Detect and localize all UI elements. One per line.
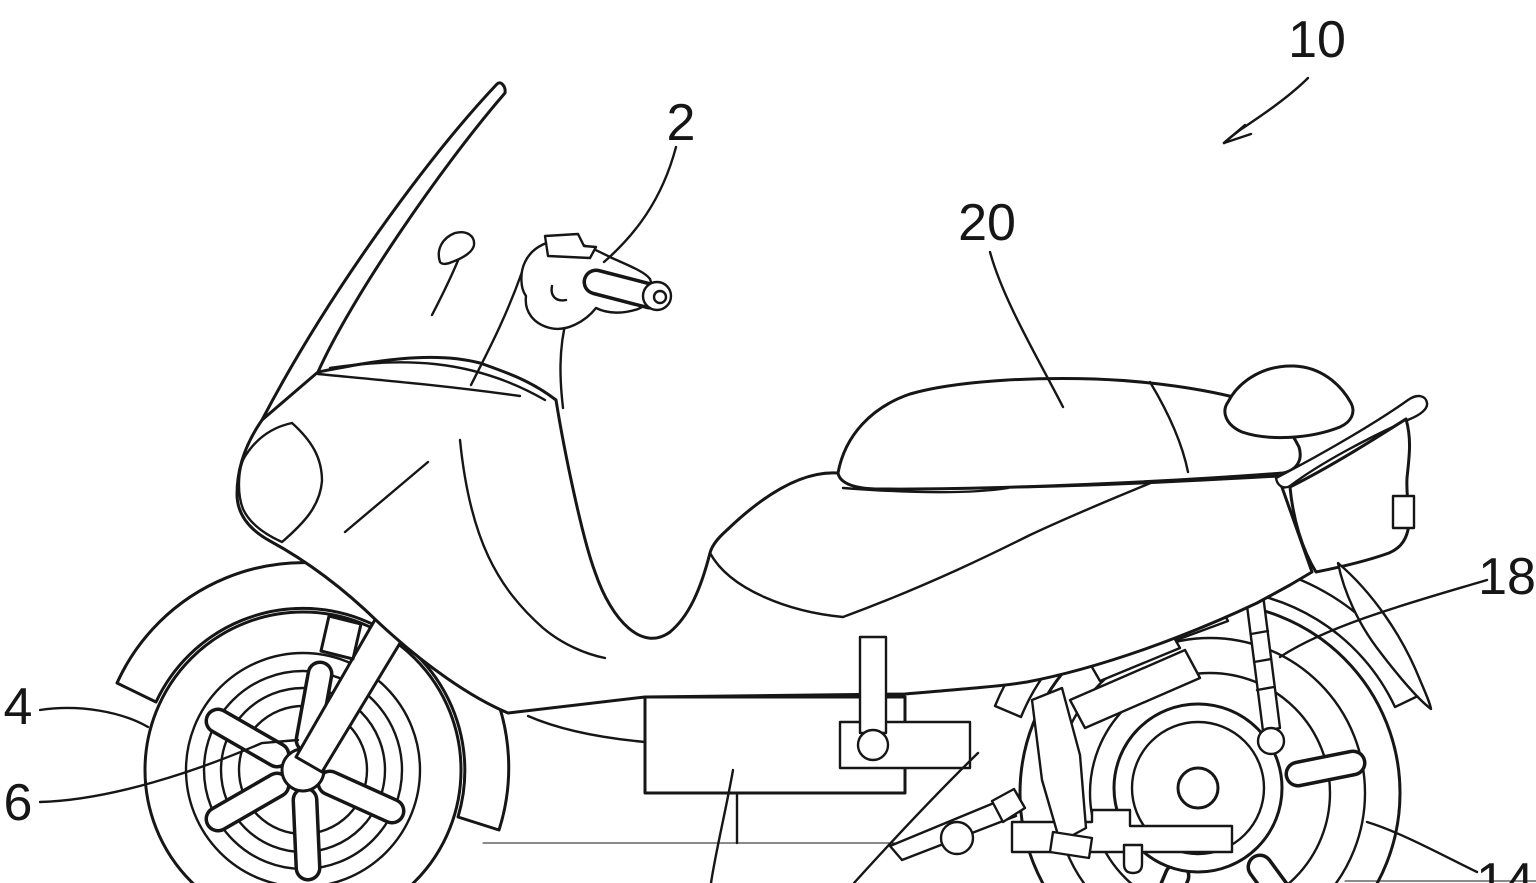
ref-label-seat: 20: [958, 194, 1016, 252]
battery-box-assembly: [643, 635, 972, 845]
ref-label-vehicle: 10: [1288, 11, 1346, 69]
seat-divider: [1148, 380, 1190, 474]
leader-6-front-wheel: [38, 738, 300, 804]
stand-foot: [1048, 830, 1094, 860]
stand-tab: [1122, 843, 1144, 875]
rear-spokes: [1159, 749, 1367, 883]
leader-lines: [38, 76, 1489, 883]
front-spokes: [204, 660, 406, 882]
ref-label-front-tire: 4: [4, 678, 33, 736]
front-tire-inner: [184, 651, 422, 883]
stand-link: [990, 787, 1027, 824]
seat-backrest-hump: [1223, 364, 1355, 440]
hanger-pivot: [856, 728, 890, 762]
stand-pivot: [939, 820, 975, 856]
windshield: [260, 81, 507, 422]
front-wheel: [143, 610, 463, 883]
rear-rim-ring: [1088, 671, 1332, 883]
tail-reflector: [1391, 494, 1416, 530]
leader-18-shock: [1278, 578, 1489, 659]
grip-end-cap: [641, 280, 673, 312]
seat: [836, 364, 1355, 491]
shock-lower-eye: [1256, 726, 1286, 756]
hub-motor-inner: [1130, 720, 1266, 856]
leader-20-seat: [988, 250, 1065, 409]
mirror-head: [437, 231, 476, 266]
leader-14-rear-wheel: [1365, 820, 1479, 874]
arrow-10-vehicle: [1222, 76, 1310, 145]
ref-label-front-wheel: 6: [4, 774, 33, 832]
rear-shock-absorber: [1243, 585, 1286, 756]
steering-column-rear: [559, 315, 569, 410]
brake-lever-bracket: [543, 232, 598, 260]
rear-mudguard-tip: [1336, 561, 1433, 711]
handlebar: [469, 232, 673, 410]
hanger-bar: [858, 635, 888, 735]
mirror: [430, 231, 476, 317]
reference-numerals: 2 10 20 18 4 6 14: [4, 11, 1536, 883]
leader-bracket: [852, 751, 980, 883]
steering-column-front: [469, 270, 524, 387]
tail-cover: [1288, 417, 1411, 574]
fork-clamp: [319, 614, 363, 661]
leader-battery-box: [709, 768, 735, 883]
center-stand: [888, 686, 1234, 875]
leader-2-handlebar: [602, 145, 678, 264]
headlight: [237, 421, 324, 544]
tail-section: [1274, 394, 1433, 711]
ref-label-handlebar: 2: [667, 94, 696, 152]
leader-4-front-tire: [38, 706, 150, 729]
ref-label-rear-wheel: 14: [1476, 853, 1534, 883]
front-tire-outer: [143, 610, 463, 883]
lever-curl: [550, 284, 568, 302]
ref-label-rear-suspension: 18: [1478, 548, 1536, 606]
rear-axle: [1176, 766, 1220, 810]
grip-end-hole: [652, 289, 668, 305]
stand-leg: [1030, 686, 1088, 844]
